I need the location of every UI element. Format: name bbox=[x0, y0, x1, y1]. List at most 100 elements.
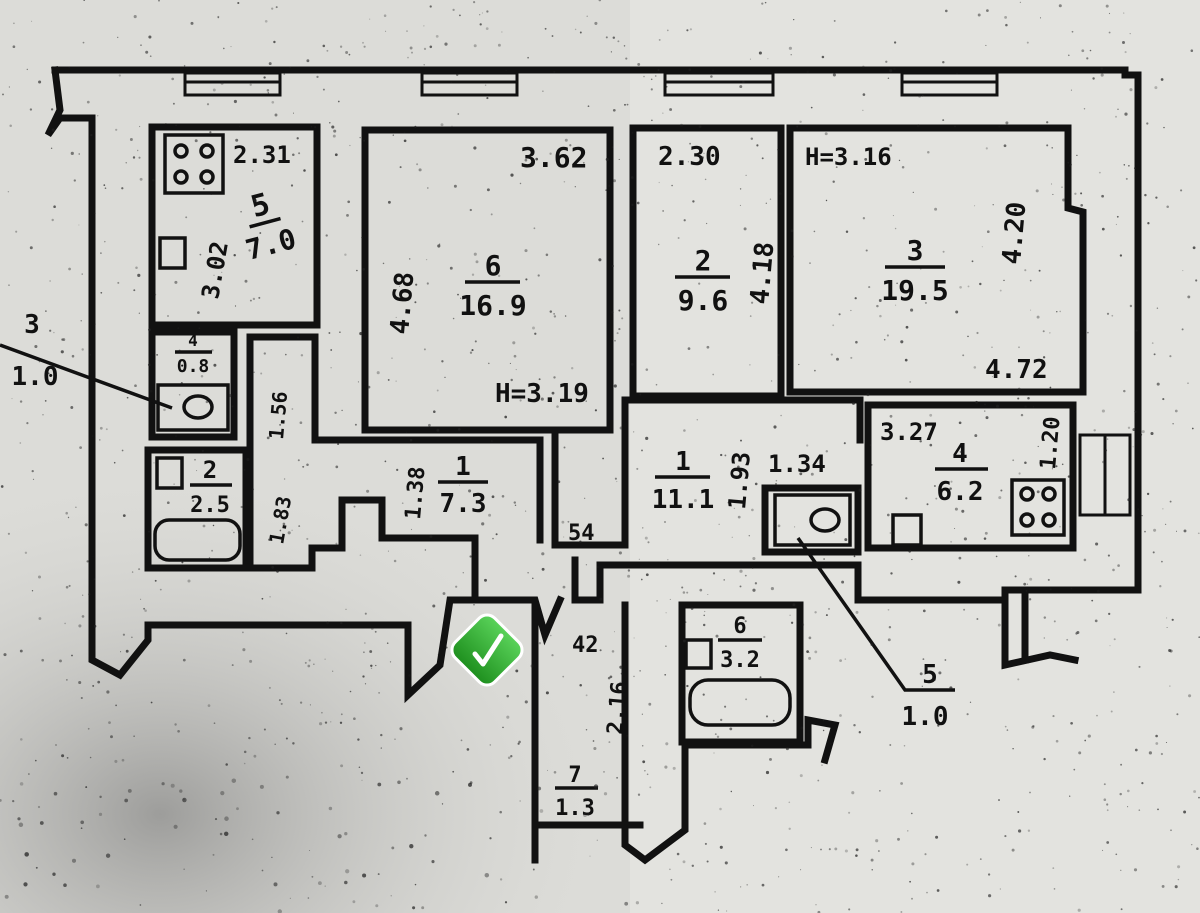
speckle-dot bbox=[564, 138, 568, 142]
speckle-dot bbox=[549, 310, 553, 313]
speckle-dot bbox=[1042, 330, 1045, 333]
speckle-dot bbox=[616, 776, 619, 779]
speckle-dot bbox=[314, 126, 317, 129]
stove-icon bbox=[163, 133, 225, 195]
speckle-dot bbox=[1025, 589, 1028, 592]
speckle-dot bbox=[426, 282, 429, 285]
speckle-dot bbox=[1156, 307, 1159, 309]
speckle-dot bbox=[1155, 196, 1158, 199]
speckle-dot bbox=[192, 499, 195, 502]
speckle-dot bbox=[129, 138, 133, 141]
speckle-dot bbox=[187, 579, 191, 583]
speckle-dot bbox=[118, 74, 121, 77]
speckle-dot bbox=[724, 454, 727, 457]
speckle-dot bbox=[1177, 878, 1180, 881]
speckle-dot bbox=[1129, 88, 1133, 92]
speckle-dot bbox=[777, 148, 779, 151]
speckle-dot bbox=[1115, 223, 1117, 226]
speckle-dot bbox=[703, 152, 705, 154]
speckle-dot bbox=[605, 36, 608, 39]
speckle-dot bbox=[61, 338, 64, 341]
speckle-dot bbox=[514, 504, 517, 507]
speckle-dot bbox=[950, 480, 953, 483]
speckle-dot bbox=[7, 532, 10, 535]
speckle-dot bbox=[409, 438, 413, 442]
speckle-dot bbox=[73, 179, 76, 182]
speckle-dot bbox=[1128, 164, 1130, 167]
speckle-dot bbox=[359, 554, 362, 556]
speckle-dot bbox=[24, 551, 28, 554]
speckle-dot bbox=[944, 9, 948, 13]
speckle-dot bbox=[83, 0, 86, 2]
speckle-dot bbox=[621, 317, 624, 320]
speckle-dot bbox=[1169, 355, 1172, 358]
speckle-dot bbox=[271, 565, 275, 569]
speckle-dot bbox=[292, 742, 295, 745]
speckle-dot bbox=[473, 604, 475, 606]
speckle-dot bbox=[258, 296, 261, 299]
speckle-dot bbox=[545, 691, 549, 695]
speckle-dot bbox=[740, 439, 742, 442]
speckle-dot bbox=[614, 477, 617, 480]
speckle-dot bbox=[115, 704, 117, 707]
speckle-dot bbox=[291, 408, 294, 410]
speckle-dot bbox=[82, 594, 84, 596]
speckle-dot bbox=[67, 516, 70, 519]
speckle-dot bbox=[385, 30, 387, 32]
speckle-dot bbox=[790, 54, 792, 56]
speckle-dot bbox=[423, 348, 426, 351]
speckle-dot bbox=[460, 297, 462, 299]
speckle-dot bbox=[152, 178, 155, 182]
speckle-dot bbox=[664, 521, 666, 523]
speckle-dot bbox=[799, 472, 803, 476]
speckle-dot bbox=[909, 880, 911, 883]
speckle-dot bbox=[810, 106, 813, 109]
speckle-dot bbox=[318, 283, 321, 286]
speckle-dot bbox=[671, 184, 673, 187]
speckle-dot bbox=[259, 232, 262, 234]
speckle-dot bbox=[1169, 500, 1172, 503]
speckle-dot bbox=[421, 906, 425, 910]
speckle-dot bbox=[182, 797, 187, 803]
speckle-dot bbox=[65, 585, 69, 589]
speckle-dot bbox=[309, 704, 311, 706]
speckle-dot bbox=[822, 720, 825, 722]
speckle-dot bbox=[682, 300, 685, 303]
speckle-dot bbox=[696, 419, 699, 421]
speckle-dot bbox=[765, 770, 770, 775]
speckle-dot bbox=[855, 854, 858, 857]
speckle-dot bbox=[1083, 558, 1087, 562]
speckle-dot bbox=[313, 663, 315, 665]
speckle-dot bbox=[62, 338, 66, 342]
speckle-dot bbox=[690, 607, 694, 610]
speckle-dot bbox=[890, 572, 893, 575]
speckle-dot bbox=[285, 632, 288, 635]
speckle-dot bbox=[1018, 829, 1022, 833]
speckle-dot bbox=[120, 651, 122, 653]
speckle-dot bbox=[84, 523, 88, 527]
speckle-dot bbox=[117, 281, 120, 284]
speckle-dot bbox=[264, 19, 268, 23]
speckle-dot bbox=[362, 873, 367, 878]
speckle-dot bbox=[442, 592, 446, 595]
speckle-dot bbox=[739, 85, 743, 89]
speckle-dot bbox=[759, 676, 762, 679]
speckle-dot bbox=[1152, 551, 1155, 554]
speckle-dot bbox=[356, 269, 358, 272]
speckle-dot bbox=[901, 165, 905, 169]
speckle-dot bbox=[602, 457, 604, 460]
speckle-dot bbox=[751, 508, 754, 512]
speckle-dot bbox=[703, 614, 705, 617]
speckle-dot bbox=[935, 497, 938, 500]
speckle-dot bbox=[409, 844, 414, 849]
speckle-dot bbox=[682, 639, 686, 643]
speckle-dot bbox=[534, 895, 538, 899]
speckle-dot bbox=[579, 31, 582, 34]
speckle-dot bbox=[656, 600, 658, 602]
speckle-dot bbox=[770, 380, 773, 382]
checkmark-badge[interactable] bbox=[447, 610, 526, 689]
speckle-dot bbox=[1172, 423, 1174, 425]
speckle-dot bbox=[378, 691, 381, 694]
speckle-dot bbox=[38, 80, 42, 84]
speckle-dot bbox=[743, 227, 747, 231]
